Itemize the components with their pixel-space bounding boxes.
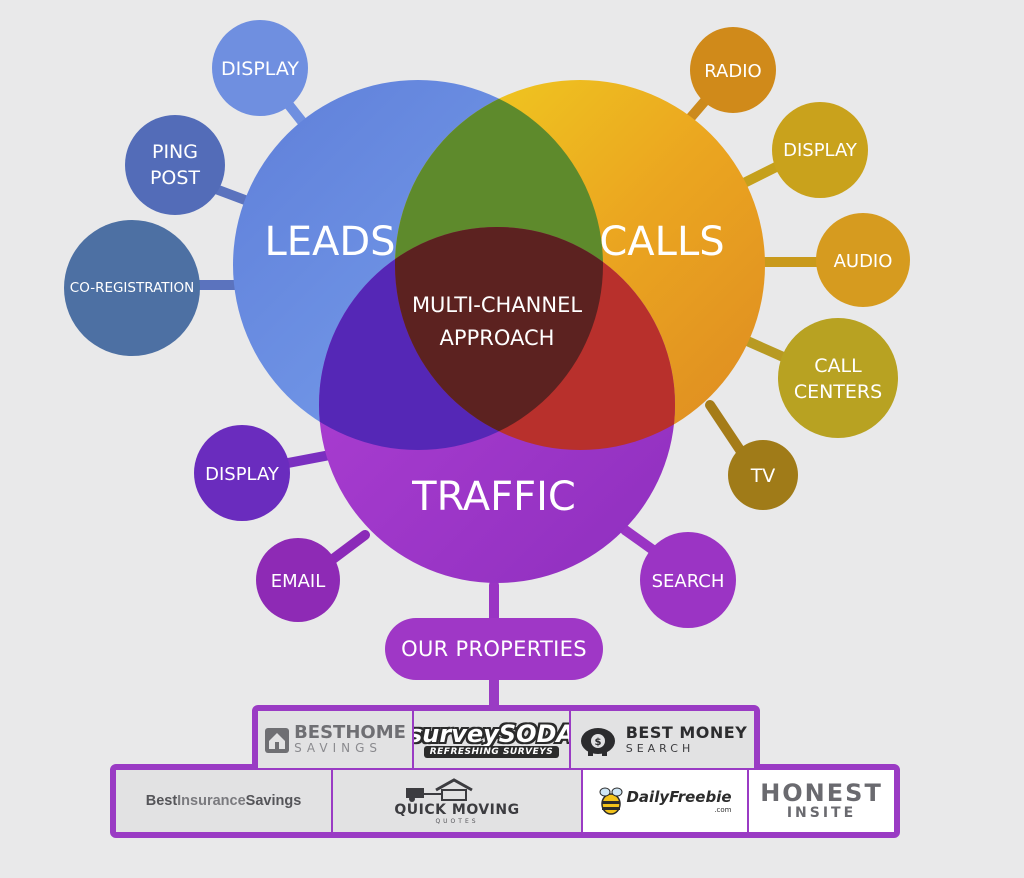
besthome-savings-logo: BESTHOME SAVINGS	[258, 711, 412, 768]
email-node	[256, 538, 340, 622]
calls-display-node	[772, 102, 868, 198]
besthome-name: BESTHOME	[294, 722, 406, 743]
calls-label: CALLS	[599, 219, 724, 265]
our-properties-pill: OUR PROPERTIES	[385, 618, 603, 680]
centers-label: CENTERS	[794, 381, 882, 403]
center-label-line1: MULTI-CHANNEL	[412, 293, 582, 317]
leads-display-node	[212, 20, 308, 116]
honest-name: HONEST	[760, 779, 883, 807]
traffic-label: TRAFFIC	[411, 474, 576, 520]
svg-text:$: $	[594, 737, 601, 748]
daily-freebie-name: DailyFreebie	[626, 788, 732, 806]
audio-label: AUDIO	[834, 251, 893, 272]
radio-label: RADIO	[704, 61, 761, 82]
co-registration-node	[64, 220, 200, 356]
audio-node	[816, 213, 910, 307]
search-node	[640, 532, 736, 628]
post-label: POST	[150, 167, 200, 189]
daily-freebie-logo: DailyFreebie .com	[583, 770, 747, 832]
tv-node	[728, 440, 798, 510]
best-money-sub: SEARCH	[625, 742, 695, 755]
best-insurance-savings-name: BestInsuranceSavings	[145, 793, 302, 809]
center-label-line2: APPROACH	[440, 326, 555, 350]
radio-node	[690, 27, 776, 113]
leads-label: LEADS	[264, 219, 395, 265]
daily-freebie-domain: .com	[714, 806, 732, 814]
center-overlap	[395, 227, 603, 450]
piggy-bank-icon: $	[580, 727, 615, 756]
surveysoda-name: surveySODA	[414, 719, 569, 748]
bee-icon	[599, 787, 623, 815]
best-money-name: BEST MONEY	[625, 723, 748, 742]
best-money-search-logo: $ BEST MONEY SEARCH	[571, 711, 754, 768]
honest-insite-logo: HONEST INSITE	[749, 770, 894, 832]
house-icon	[265, 727, 290, 753]
ping-post-node	[125, 115, 225, 215]
leads-display-label: DISPLAY	[221, 58, 299, 80]
insite-sub: INSITE	[786, 805, 857, 821]
surveysoda-sub: REFRESHING SURVEYS	[423, 745, 560, 758]
quick-moving-sub: QUOTES	[435, 817, 479, 825]
moving-truck-icon	[406, 777, 473, 802]
quick-moving-name: QUICK MOVING	[394, 801, 520, 818]
traffic-display-label: DISPLAY	[205, 464, 280, 485]
co-registration-label: CO-REGISTRATION	[70, 280, 194, 296]
email-label: EMAIL	[271, 571, 326, 592]
tv-label: TV	[750, 465, 776, 487]
call-label: CALL	[814, 355, 862, 377]
calls-display-label: DISPLAY	[783, 140, 858, 161]
surveysoda-logo: surveySODA REFRESHING SURVEYS	[414, 711, 569, 768]
traffic-display-node	[194, 425, 290, 521]
call-centers-node	[778, 318, 898, 438]
search-label: SEARCH	[652, 571, 725, 592]
best-insurance-savings-logo: BestInsuranceSavings	[116, 770, 331, 832]
quick-moving-quotes-logo: QUICK MOVING QUOTES	[333, 770, 581, 832]
besthome-sub: SAVINGS	[294, 741, 382, 755]
ping-label: PING	[152, 141, 198, 163]
